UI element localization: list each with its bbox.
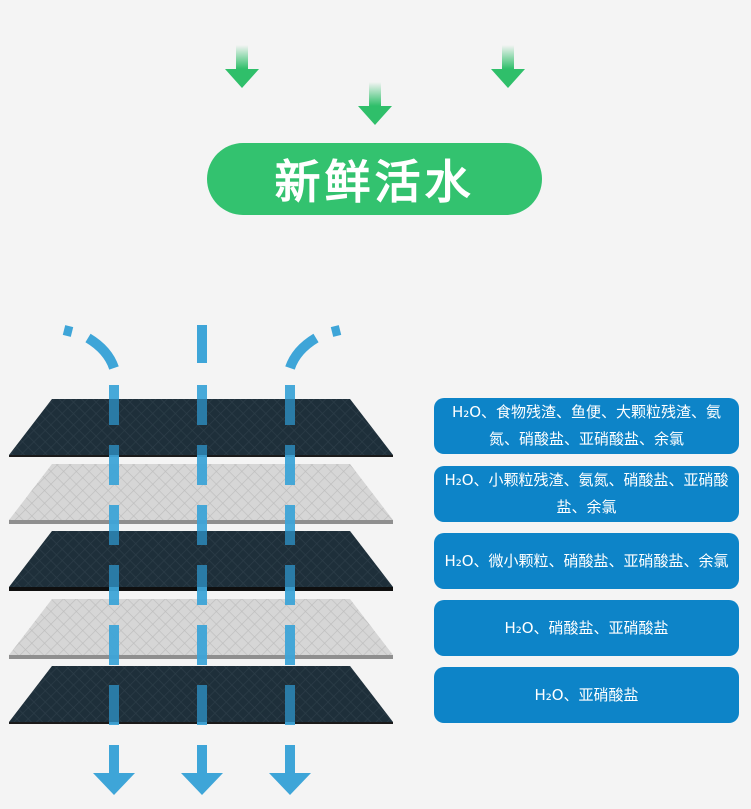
layer-4-result: H₂O、硝酸盐、亚硝酸盐 — [434, 600, 739, 656]
layer-5-result: H₂O、亚硝酸盐 — [434, 667, 739, 723]
filter-stack-diagram — [9, 325, 393, 795]
down-arrow-icon — [491, 45, 525, 88]
layer-5-result-text: H₂O、亚硝酸盐 — [534, 685, 639, 704]
layer-1-result: H₂O、食物残渣、鱼便、大颗粒残渣、氨氮、硝酸盐、亚硝酸盐、余氯 — [434, 398, 739, 454]
layer-overlay — [9, 399, 393, 722]
layer-3-result-text: H₂O、微小颗粒、硝酸盐、亚硝酸盐、余氯 — [444, 551, 729, 570]
down-arrow-icon — [358, 82, 392, 125]
layer-3-result: H₂O、微小颗粒、硝酸盐、亚硝酸盐、余氯 — [434, 533, 739, 589]
outflow-arrows — [93, 745, 311, 795]
layer-2-result: H₂O、小颗粒残渣、氨氮、硝酸盐、亚硝酸盐、余氯 — [434, 466, 739, 522]
down-arrow-icon — [225, 45, 259, 88]
layer-4-result-text: H₂O、硝酸盐、亚硝酸盐 — [504, 618, 669, 637]
layer-2-result-text: H₂O、小颗粒残渣、氨氮、硝酸盐、亚硝酸盐、余氯 — [444, 471, 729, 516]
page-title: 新鲜活水 — [274, 155, 475, 209]
layer-1-result-text: H₂O、食物残渣、鱼便、大颗粒残渣、氨氮、硝酸盐、亚硝酸盐、余氯 — [451, 403, 722, 448]
title-badge: 新鲜活水 — [207, 143, 542, 215]
water-flow-lines — [62, 325, 342, 370]
